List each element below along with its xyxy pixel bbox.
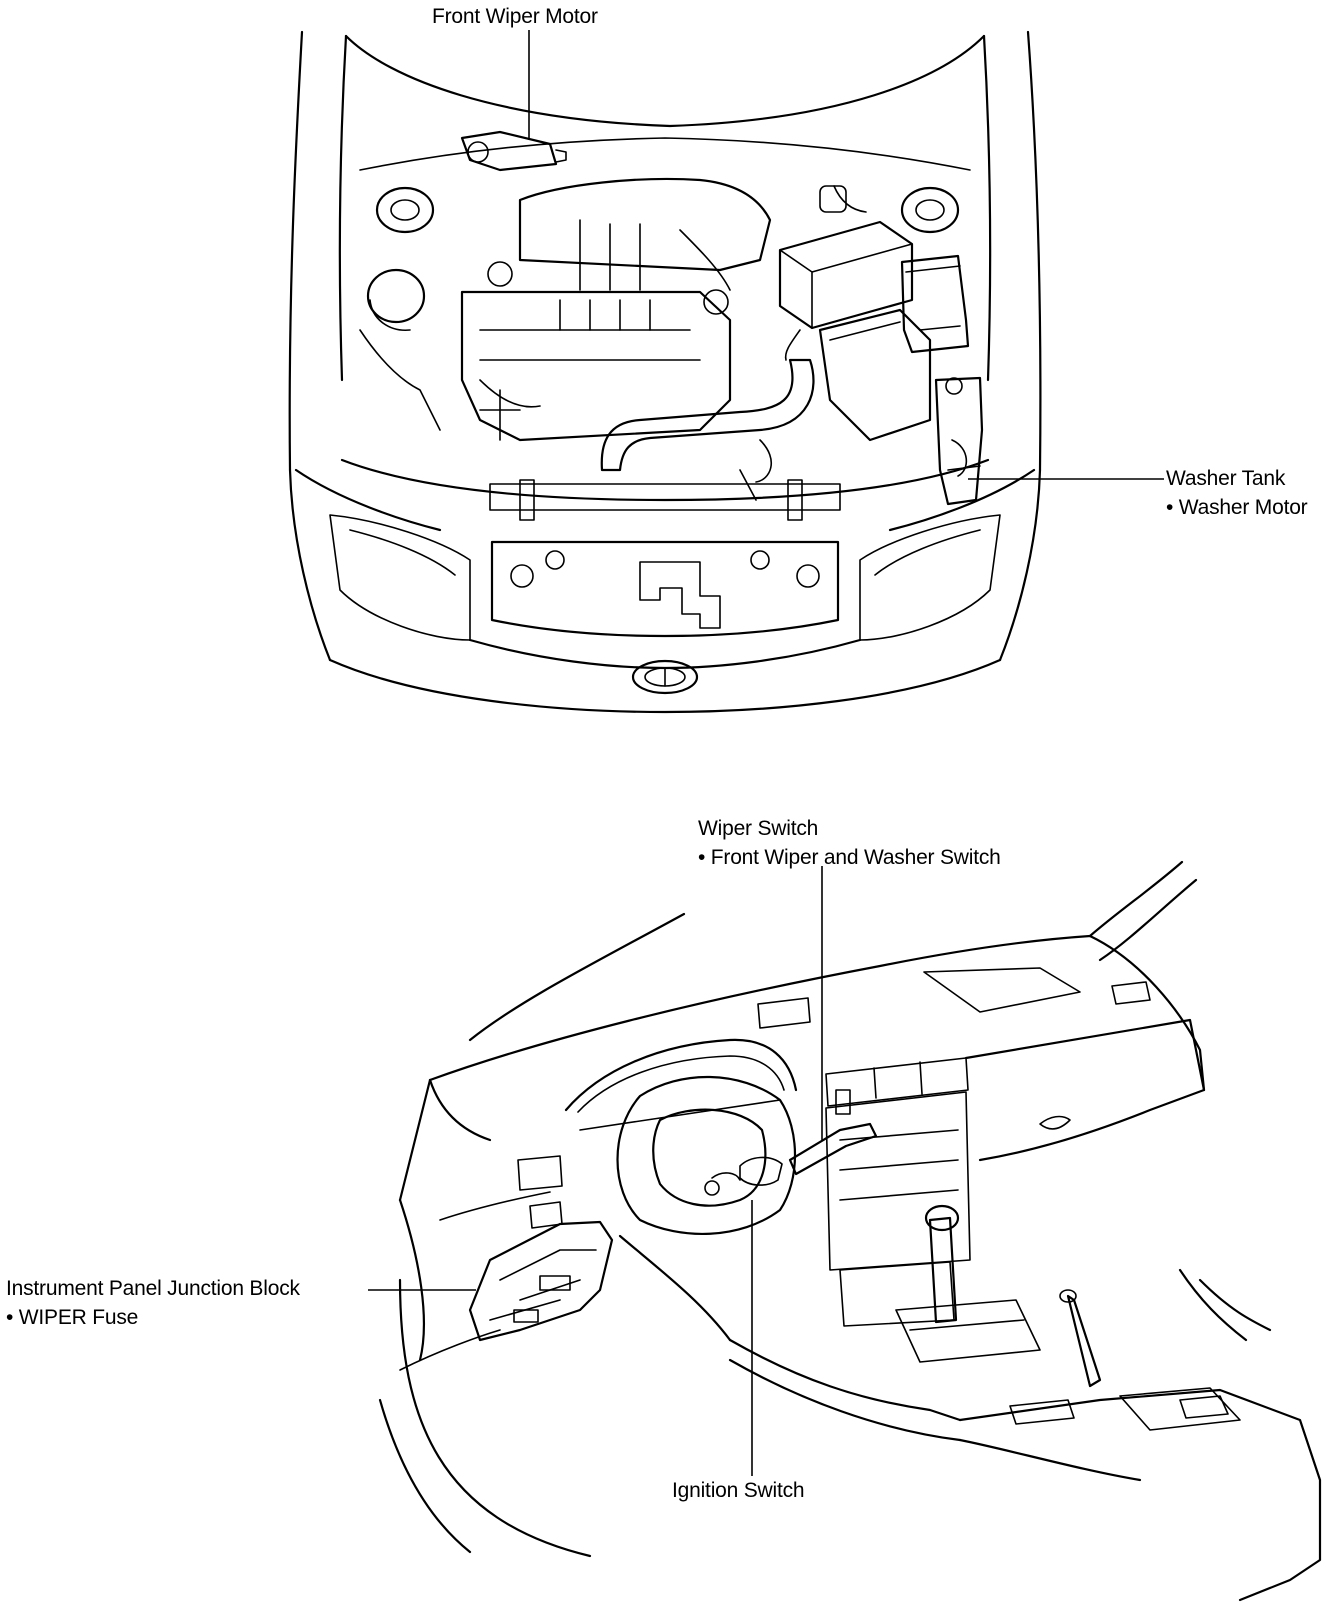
label-wiper-fuse-sub: • WIPER Fuse [6, 1306, 139, 1329]
label-front-wiper-motor: Front Wiper Motor [432, 2, 598, 31]
interior-dashboard-illustration [378, 860, 1322, 1602]
label-front-wiper-motor-title: Front Wiper Motor [432, 5, 598, 28]
label-washer-motor-sub: • Washer Motor [1166, 496, 1308, 519]
leader-lines [368, 30, 1164, 1476]
label-ignition-switch-title: Ignition Switch [672, 1479, 805, 1502]
label-wiper-switch-title: Wiper Switch [698, 817, 819, 840]
label-ignition-switch: Ignition Switch [672, 1476, 805, 1505]
label-front-wiper-washer-switch-sub: • Front Wiper and Washer Switch [698, 846, 1001, 869]
engine-compartment-illustration [288, 30, 1042, 714]
label-junction-block-title: Instrument Panel Junction Block [6, 1277, 300, 1300]
label-instrument-panel-junction-block: Instrument Panel Junction Block • WIPER … [6, 1274, 300, 1332]
label-washer-tank: Washer Tank • Washer Motor [1166, 464, 1308, 522]
label-wiper-switch: Wiper Switch • Front Wiper and Washer Sw… [698, 814, 1001, 872]
label-washer-tank-title: Washer Tank [1166, 467, 1286, 490]
